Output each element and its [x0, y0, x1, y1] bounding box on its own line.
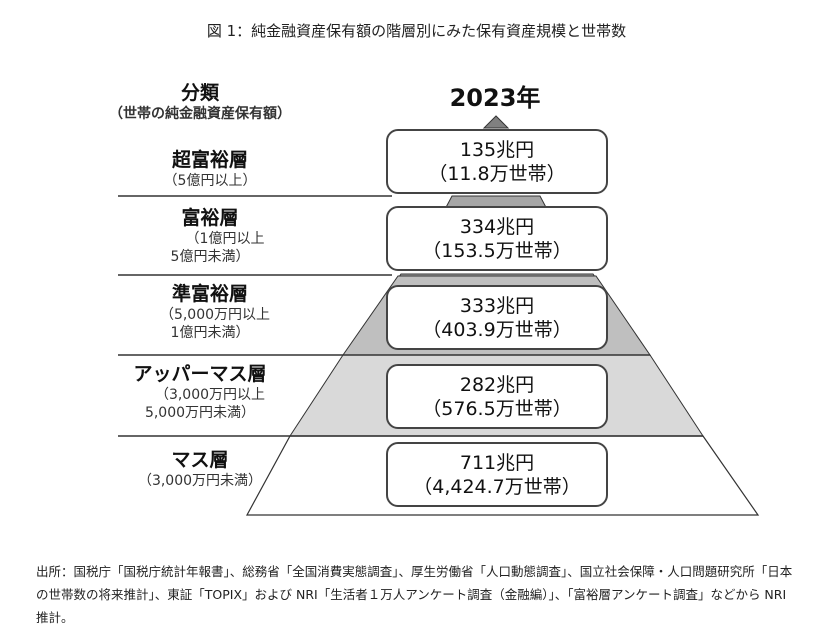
- tier-range: （3,000万円未満）: [137, 473, 263, 489]
- value-box-upper-mass: 282兆円 （576.5万世帯）: [386, 364, 608, 429]
- assets-value: 282兆円: [459, 374, 535, 396]
- tier-name: 超富裕層: [171, 149, 248, 171]
- tier-band-super-rich: [482, 115, 510, 129]
- tier-range: 5,000万円未満）: [144, 405, 256, 421]
- tier-range: 1億円未満）: [170, 325, 250, 341]
- tier-name: 富裕層: [181, 207, 239, 229]
- value-box-mass: 711兆円 （4,424.7万世帯）: [386, 442, 608, 507]
- tier-range: （5,000万円以上: [159, 307, 271, 323]
- tier-range: （5億円以上）: [163, 173, 257, 189]
- tier-label-mass: マス層 （3,000万円未満）: [100, 448, 300, 490]
- tier-range: （1億円以上: [185, 231, 265, 247]
- category-header: 分類 （世帯の純金融資産保有額）: [100, 78, 300, 123]
- households-value: （403.9万世帯）: [422, 319, 572, 341]
- tier-label-super-rich: 超富裕層 （5億円以上）: [110, 148, 310, 190]
- value-box-super-rich: 135兆円 （11.8万世帯）: [386, 129, 608, 194]
- tier-range: （3,000万円以上: [154, 387, 266, 403]
- category-subtitle: （世帯の純金融資産保有額）: [109, 106, 291, 122]
- value-box-rich: 334兆円 （153.5万世帯）: [386, 206, 608, 271]
- assets-value: 711兆円: [459, 452, 535, 474]
- value-box-semi-rich: 333兆円 （403.9万世帯）: [386, 285, 608, 350]
- category-title: 分類: [180, 82, 219, 104]
- households-value: （576.5万世帯）: [422, 398, 572, 420]
- tier-name: 準富裕層: [171, 283, 248, 305]
- source-note: 出所：国税庁「国税庁統計年報書」、総務省「全国消費実態調査」、厚生労働省「人口動…: [36, 564, 793, 625]
- households-value: （4,424.7万世帯）: [413, 476, 581, 498]
- tier-label-upper-mass: アッパーマス層 （3,000万円以上 5,000万円未満）: [100, 362, 300, 422]
- households-value: （11.8万世帯）: [428, 163, 566, 185]
- assets-value: 333兆円: [459, 295, 535, 317]
- tier-label-rich: 富裕層 （1億円以上 5億円未満）: [110, 206, 310, 266]
- assets-value: 334兆円: [459, 216, 535, 238]
- tier-range: 5億円未満）: [170, 249, 250, 265]
- tier-name: アッパーマス層: [133, 363, 267, 385]
- year-label: 2023年: [449, 84, 541, 112]
- tier-name: マス層: [171, 449, 229, 471]
- figure-title: 図 1：純金融資産保有額の階層別にみた保有資産規模と世帯数: [206, 22, 627, 40]
- tier-label-semi-rich: 準富裕層 （5,000万円以上 1億円未満）: [110, 282, 310, 342]
- assets-value: 135兆円: [459, 139, 535, 161]
- households-value: （153.5万世帯）: [422, 240, 572, 262]
